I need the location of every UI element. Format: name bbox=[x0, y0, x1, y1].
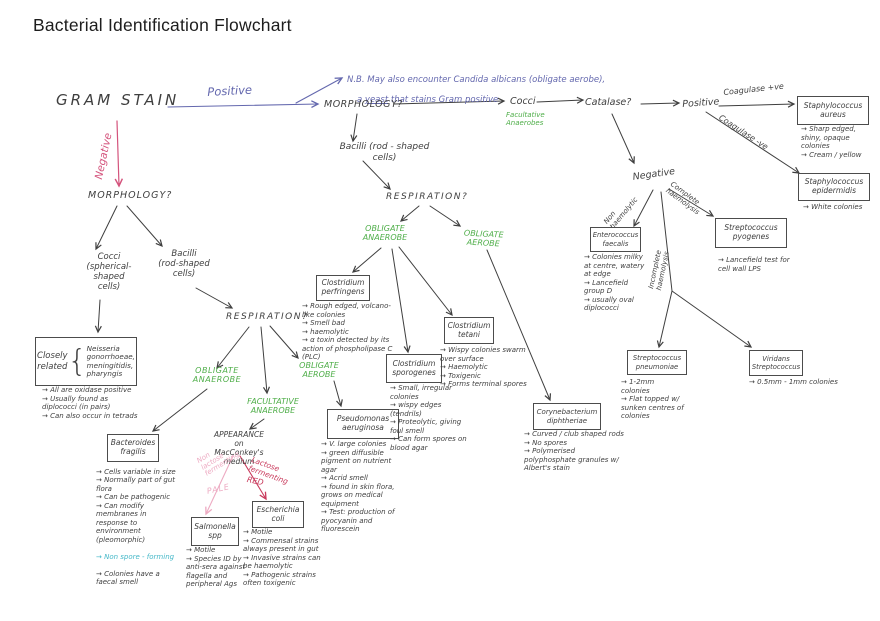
bacteroides-notes-1: → Cells variable in size → Normally part… bbox=[96, 467, 176, 544]
node-bacilli-left: Bacilli (rod-shaped cells) bbox=[158, 249, 210, 280]
edge-label-pale: PALE bbox=[206, 482, 231, 496]
note-nb-candida: N.B. May also encounter Candida albicans… bbox=[347, 65, 605, 105]
organism-box-clostridium-tetani: Clostridium tetani bbox=[444, 317, 494, 344]
node-respiration-right: RESPIRATION? bbox=[386, 192, 469, 202]
node-catalase: Catalase? bbox=[585, 97, 632, 108]
node-cocci-left: Cocci (spherical-shaped cells) bbox=[86, 252, 132, 293]
node-facultative-anaerobes-green: Facultative Anaerobes bbox=[506, 111, 545, 128]
node-obligate-anaerobe-right: OBLIGATE ANAEROBE bbox=[362, 224, 408, 243]
bacteroides-notes-2: → Colonies have a faecal smell bbox=[96, 569, 160, 587]
organism-notes-salmonella: → Motile → Species ID by anti-sera again… bbox=[186, 546, 246, 589]
node-respiration-left: RESPIRATION? bbox=[226, 312, 309, 322]
organism-box-viridans-strep: Viridans Streptococcus bbox=[749, 350, 803, 376]
organism-notes-bacteroides: → Cells variable in size → Normally part… bbox=[96, 459, 178, 596]
nb-line1: N.B. May also encounter Candida albicans… bbox=[347, 75, 606, 86]
organism-box-strep-pyogenes: Streptococcus pyogenes bbox=[715, 218, 787, 248]
organism-notes-ecoli: → Motile → Commensal strains always pres… bbox=[243, 528, 321, 588]
organism-box-salmonella: Salmonella spp bbox=[191, 517, 239, 546]
edge-label-incomplete-haemolysis: Incomplete haemolysis bbox=[647, 249, 671, 292]
organism-box-staph-aureus: Staphylococcus aureus bbox=[797, 96, 869, 125]
organism-notes-staph-epidermidis: → White colonies bbox=[803, 203, 863, 211]
organism-box-enterococcus: Enterococcus faecalis bbox=[590, 227, 641, 252]
blue-arrows bbox=[167, 77, 344, 109]
edge-label-positive: Positive bbox=[206, 82, 253, 99]
edge-label-complete-haemolysis: Complete haemolysis bbox=[664, 180, 702, 217]
organism-notes-staph-aureus: → Sharp edged, shiny, opaque colonies → … bbox=[801, 125, 862, 159]
nb-line2c: that stains Gram positive bbox=[388, 95, 499, 106]
organism-notes-tetani: → Wispy colonies swarm over surface → Ha… bbox=[440, 346, 527, 389]
organism-notes-viridans-strep: → 0.5mm - 1mm colonies bbox=[749, 378, 838, 386]
edge-label-red: RED bbox=[246, 475, 265, 488]
node-morphology-left: MORPHOLOGY? bbox=[88, 190, 173, 201]
organism-box-neisseria: Closely related { Neisseria gonorrhoeae,… bbox=[35, 337, 137, 386]
neisseria-prefix: Closely related bbox=[37, 351, 68, 372]
organism-notes-corynebacterium: → Curved / club shaped rods → No spores … bbox=[524, 430, 624, 473]
organism-notes-perfringens: → Rough edged, volcano-like colonies → S… bbox=[302, 302, 393, 362]
node-obligate-aerobe-right: OBLIGATE AEROBE bbox=[463, 228, 504, 249]
edge-label-negative-right: Negative bbox=[632, 166, 676, 183]
neisseria-species: Neisseria gonorrhoeae, meningitidis, pha… bbox=[86, 343, 135, 378]
organism-notes-enterococcus: → Colonies milky at centre, watery at ed… bbox=[584, 253, 645, 313]
edge-label-coagulase-positive: Coagulase +ve bbox=[723, 81, 785, 97]
edge-label-negative: Negative bbox=[93, 131, 115, 181]
organism-box-bacteroides-fragilis: Bacteroides fragilis bbox=[107, 434, 159, 462]
pink-arrow-negative bbox=[114, 120, 124, 188]
node-bacilli-right: Bacilli (rod - shaped cells) bbox=[339, 142, 430, 163]
organism-box-staph-epidermidis: Staphylococcus epidermidis bbox=[798, 173, 870, 201]
organism-notes-strep-pneumoniae: → 1-2mm colonies → Flat topped w/ sunken… bbox=[621, 378, 684, 421]
page-title: Bacterial Identification Flowchart bbox=[33, 15, 292, 35]
organism-box-pseudomonas: Pseudomonas aeruginosa bbox=[327, 409, 399, 439]
node-cocci-top: Cocci bbox=[510, 96, 536, 107]
nb-line2a: a bbox=[357, 95, 365, 106]
node-morphology-top: MORPHOLOGY? bbox=[324, 99, 403, 110]
organism-box-strep-pneumoniae: Streptococcus pneumoniae bbox=[627, 350, 687, 375]
organism-box-corynebacterium: Corynebacterium diphtheriae bbox=[533, 403, 601, 430]
organism-notes-pseudomonas: → V. large colonies → green diffusible p… bbox=[321, 440, 395, 534]
organism-notes-strep-pyogenes: → Lancefield test for cell wall LPS bbox=[718, 256, 790, 273]
bacteroides-note-teal: → Non spore - forming bbox=[96, 552, 175, 561]
nb-line2-yeast: yeast bbox=[364, 95, 389, 106]
edge-label-non-haemolytic: Non haemolytic bbox=[602, 195, 640, 231]
edge-label-positive-right: Positive bbox=[682, 96, 720, 110]
edge-label-coagulase-negative: Coagulase -ve bbox=[717, 113, 770, 152]
organism-notes-sporogenes: → Small, irregular colonies → wispy edge… bbox=[390, 384, 467, 452]
node-gram-stain: GRAM STAIN bbox=[56, 91, 180, 109]
organism-box-clostridium-sporogenes: Clostridium sporogenes bbox=[386, 354, 442, 383]
organism-box-ecoli: Escherichia coli bbox=[252, 501, 304, 528]
node-facultative-anaerobe: FACULTATIVE ANAEROBE bbox=[247, 397, 299, 416]
organism-box-clostridium-perfringens: Clostridium perfringens bbox=[316, 275, 370, 301]
organism-notes-neisseria: → All are oxidase positive → Usually fou… bbox=[42, 386, 138, 420]
node-obligate-aerobe-left: OBLIGATE AEROBE bbox=[299, 361, 339, 380]
brace-glyph: { bbox=[67, 343, 87, 379]
node-obligate-anaerobe-left: OBLIGATE ANAEROBE bbox=[192, 366, 242, 385]
node-appearance-macconkeys: APPEARANCE on MacConkey's medium bbox=[214, 430, 264, 466]
